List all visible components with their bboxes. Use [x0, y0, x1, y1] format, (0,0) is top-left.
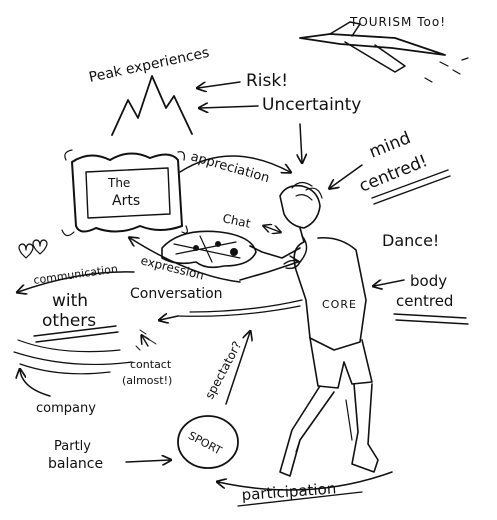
with-label: with [52, 291, 88, 311]
partly-label: Partly [54, 439, 91, 454]
contact-dots [135, 329, 157, 351]
participation-underline [237, 491, 363, 507]
body-centred-label: centred [396, 292, 453, 310]
mountain-icon [111, 75, 193, 136]
core-label: CORE [322, 298, 357, 311]
company-label: company [36, 401, 96, 416]
company-arrow [20, 370, 51, 397]
chat-arrow [264, 226, 280, 232]
spectator-arrow [225, 332, 250, 405]
balance-label: balance [48, 456, 103, 472]
conversation-label: Conversation [130, 286, 223, 302]
risk-label: Risk! [246, 71, 288, 91]
uncertainty-down-arrow [300, 123, 302, 162]
chat-label: Chat [221, 211, 252, 231]
uncertainty-label: Uncertainty [262, 95, 361, 115]
body-underline [393, 313, 469, 325]
conversation-streak [177, 299, 303, 317]
expression-arrow [130, 238, 241, 283]
tourism-label: TOURISM Too! [349, 15, 446, 29]
participation-arrow [218, 471, 393, 491]
the-label: The [107, 176, 130, 190]
almost-label: (almost!) [122, 374, 172, 387]
mind-arrow [330, 164, 363, 188]
contact-label: contact [130, 358, 172, 371]
sport-label: SPORT [186, 429, 224, 457]
communication-arrow [18, 271, 135, 292]
risk-arrow [198, 81, 241, 88]
others-streaks [13, 339, 133, 375]
dance-label: Dance! [382, 231, 439, 250]
palette-icon [161, 230, 257, 269]
picture-frame-icon [61, 149, 188, 237]
arts-label: Arts [112, 193, 140, 209]
body-arrow [374, 280, 405, 286]
uncertainty-arrow [200, 106, 259, 108]
hearts-icon [18, 239, 48, 259]
sport-ball-icon [177, 415, 239, 469]
balance-arrow [125, 460, 170, 462]
person-figure [239, 181, 379, 477]
contact-arrow [142, 336, 148, 347]
airplane-icon [299, 21, 469, 83]
others-underline [33, 325, 119, 343]
expression-label: expression [139, 253, 205, 282]
conversation-arrow [160, 316, 179, 320]
appreciation-arrow [179, 155, 290, 172]
others-label: others [42, 311, 96, 331]
mind-underline [371, 169, 451, 205]
body-label: body [410, 272, 447, 290]
peak-experiences-label: Peak experiences [88, 45, 211, 86]
appreciation-label: appreciation [189, 149, 271, 186]
